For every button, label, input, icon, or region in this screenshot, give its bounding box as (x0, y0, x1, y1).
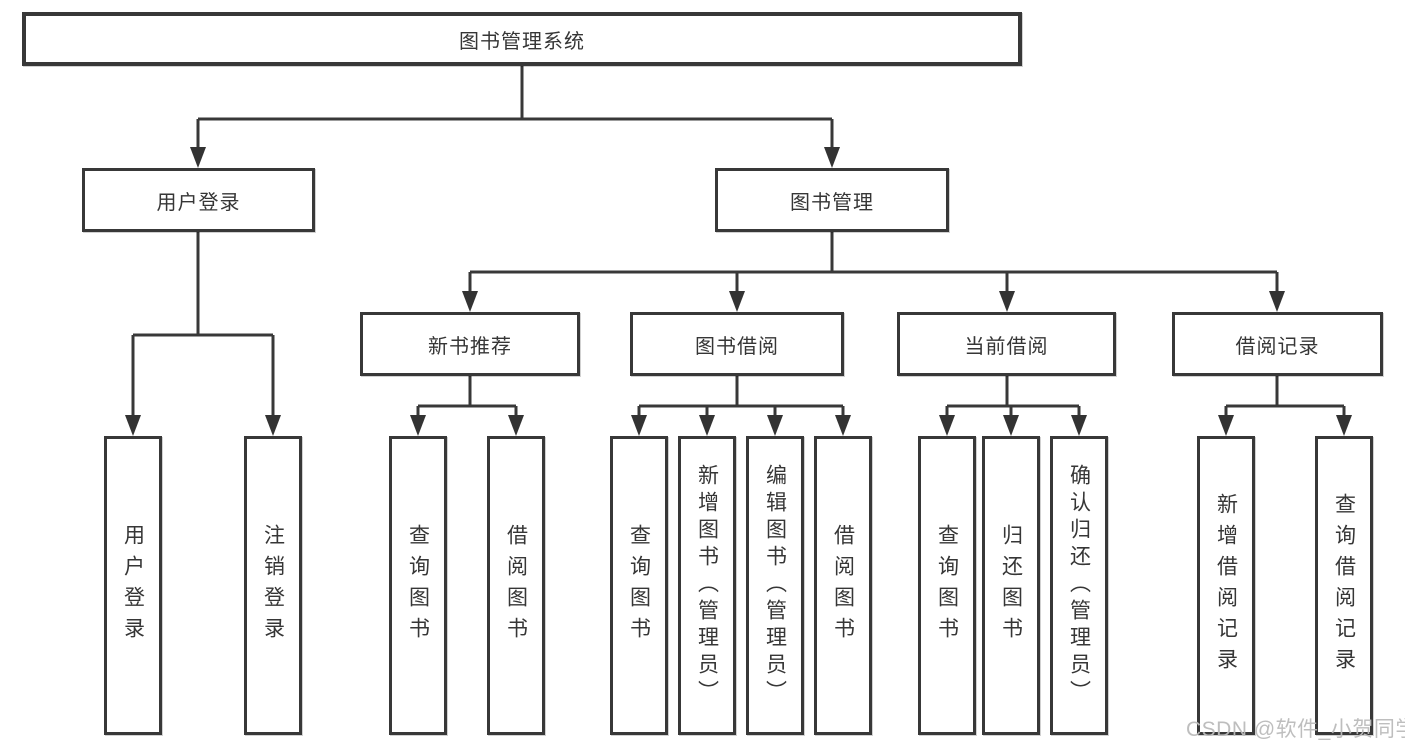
node-label: 新增图书（管理员） (695, 464, 719, 707)
arrow-icon (939, 415, 955, 436)
node-book-management: 图书管理 (715, 168, 949, 232)
leaf-query-borrow-record: 查询借阅记录 (1315, 436, 1373, 735)
node-new-book-recommend: 新书推荐 (360, 312, 580, 376)
node-label: 借阅记录 (1235, 335, 1320, 358)
node-label: 图书管理系统 (459, 30, 585, 53)
leaf-query-books-2: 查询图书 (610, 436, 668, 735)
arrow-icon (508, 415, 524, 436)
node-label: 查询图书 (406, 523, 430, 648)
arrow-icon (729, 291, 745, 312)
arrow-icon (462, 291, 478, 312)
leaf-query-books-3: 查询图书 (918, 436, 976, 735)
leaf-return-books: 归还图书 (982, 436, 1040, 735)
node-user-login-branch: 用户登录 (82, 168, 315, 232)
leaf-edit-book-admin: 编辑图书（管理员） (746, 436, 804, 735)
leaf-confirm-return-admin: 确认归还（管理员） (1050, 436, 1108, 735)
leaf-borrow-books-2: 借阅图书 (814, 436, 872, 735)
node-book-borrow: 图书借阅 (630, 312, 844, 376)
node-label: 确认归还（管理员） (1067, 464, 1091, 707)
node-label: 借阅图书 (831, 523, 855, 648)
leaf-borrow-books-1: 借阅图书 (487, 436, 545, 735)
node-label: 借阅图书 (504, 523, 528, 648)
leaf-user-login: 用户登录 (104, 436, 162, 735)
node-label: 用户登录 (156, 191, 241, 214)
node-current-borrow: 当前借阅 (897, 312, 1116, 376)
node-label: 编辑图书（管理员） (763, 464, 787, 707)
node-label: 新增借阅记录 (1214, 492, 1238, 679)
arrow-icon (999, 291, 1015, 312)
node-label: 归还图书 (999, 523, 1023, 648)
csdn-watermark: CSDN @软件_小贺同学 (1186, 718, 1405, 741)
arrow-icon (1071, 415, 1087, 436)
arrow-icon (190, 147, 206, 168)
arrow-icon (1003, 415, 1019, 436)
arrow-icon (1218, 415, 1234, 436)
arrow-icon (410, 415, 426, 436)
leaf-add-borrow-record: 新增借阅记录 (1197, 436, 1255, 735)
arrow-icon (824, 147, 840, 168)
arrow-icon (767, 415, 783, 436)
arrow-icon (265, 415, 281, 436)
arrow-icon (835, 415, 851, 436)
arrow-icon (125, 415, 141, 436)
node-borrow-records: 借阅记录 (1172, 312, 1383, 376)
node-label: 新书推荐 (428, 335, 512, 358)
node-label: 查询借阅记录 (1332, 492, 1356, 679)
node-label: 用户登录 (121, 523, 145, 648)
arrow-icon (1269, 291, 1285, 312)
node-label: 图书管理 (790, 191, 874, 214)
node-library-management-system: 图书管理系统 (22, 12, 1022, 66)
arrow-icon (1336, 415, 1352, 436)
arrow-icon (631, 415, 647, 436)
node-label: 注销登录 (261, 523, 285, 648)
node-label: 查询图书 (935, 523, 959, 648)
arrow-icon (699, 415, 715, 436)
node-label: 图书借阅 (695, 335, 779, 358)
node-label: 查询图书 (627, 523, 651, 648)
leaf-query-books-1: 查询图书 (389, 436, 447, 735)
leaf-logout: 注销登录 (244, 436, 302, 735)
node-label: 当前借阅 (964, 335, 1049, 358)
leaf-add-book-admin: 新增图书（管理员） (678, 436, 736, 735)
